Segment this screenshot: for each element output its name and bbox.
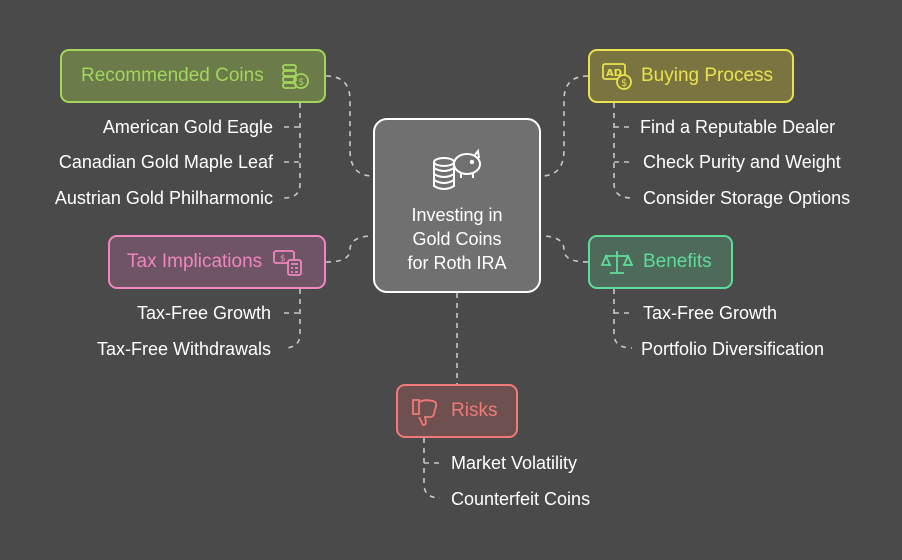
list-item: Canadian Gold Maple Leaf xyxy=(58,152,273,172)
branch-label: Tax Implications xyxy=(127,251,263,272)
ad-dollar-icon: AD $ xyxy=(601,61,633,91)
list-item: American Gold Eagle xyxy=(102,117,273,137)
piggy-bank-coins-icon xyxy=(430,146,484,197)
branch-label: Recommended Coins xyxy=(81,65,264,86)
central-title-line: Gold Coins xyxy=(412,229,502,249)
svg-text:$: $ xyxy=(621,78,627,89)
money-calculator-icon: $ xyxy=(272,247,304,277)
list-item: Tax-Free Growth xyxy=(643,303,778,323)
svg-text:AD: AD xyxy=(606,68,622,79)
central-title-line: for Roth IRA xyxy=(407,253,507,273)
balance-scale-icon xyxy=(601,247,633,277)
branch-label: Risks xyxy=(451,400,498,421)
central-title-line: Investing in xyxy=(411,205,503,225)
list-item: Consider Storage Options xyxy=(643,188,851,208)
list-item: Check Purity and Weight xyxy=(643,152,841,172)
list-item: Tax-Free Growth xyxy=(136,303,271,323)
list-item: Portfolio Diversification xyxy=(641,339,825,359)
svg-text:$: $ xyxy=(298,77,304,88)
list-item: Counterfeit Coins xyxy=(451,489,591,509)
central-topic-title: Investing in Gold Coins for Roth IRA xyxy=(407,203,506,275)
branch-risks: Risks xyxy=(396,384,518,438)
branch-label: Buying Process xyxy=(641,65,774,86)
list-item: Tax-Free Withdrawals xyxy=(96,339,271,359)
list-item: Austrian Gold Philharmonic xyxy=(54,188,273,208)
coin-stack-icon: $ xyxy=(280,61,310,91)
branch-recommended-coins: Recommended Coins $ xyxy=(60,49,326,103)
list-item: Market Volatility xyxy=(451,453,578,473)
branch-tax-implications: Tax Implications $ xyxy=(108,235,326,289)
branch-buying-process: AD $ Buying Process xyxy=(588,49,794,103)
branch-benefits: Benefits xyxy=(588,235,733,289)
svg-text:$: $ xyxy=(280,254,286,264)
list-item: Find a Reputable Dealer xyxy=(640,117,836,137)
central-topic: Investing in Gold Coins for Roth IRA xyxy=(373,118,541,293)
branch-label: Benefits xyxy=(643,251,712,272)
thumbs-down-icon xyxy=(409,396,441,426)
